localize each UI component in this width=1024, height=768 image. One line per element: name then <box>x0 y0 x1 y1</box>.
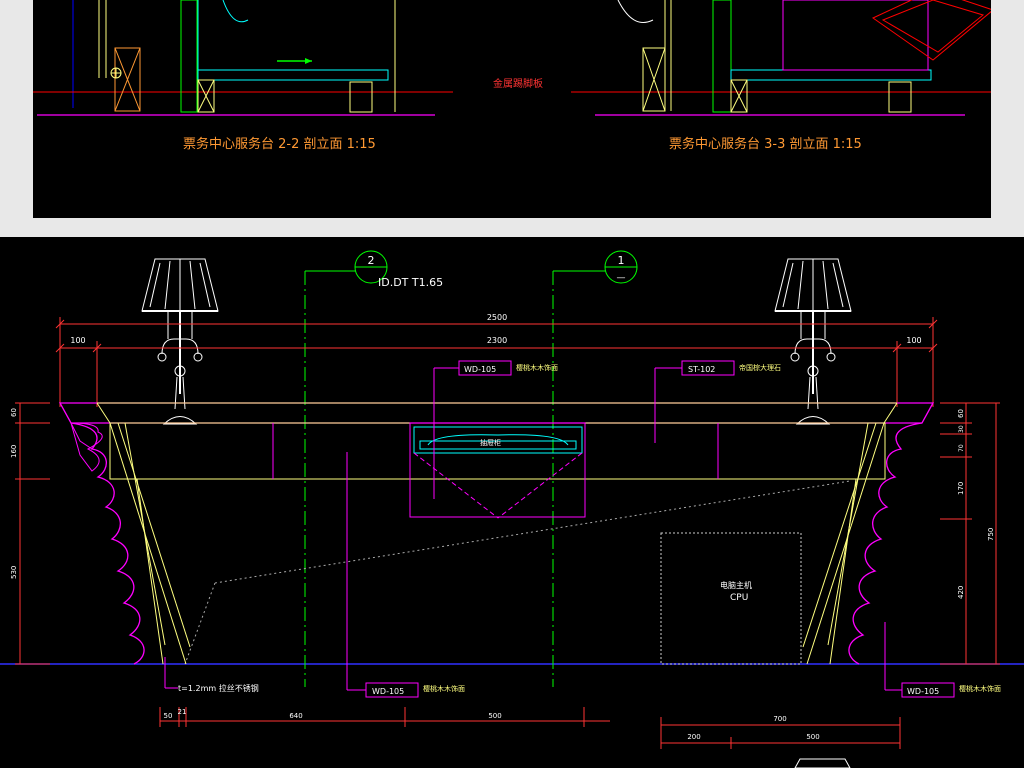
dim-left-2: 530 <box>10 566 18 579</box>
section-views-panel: 票务中心服务台 2-2 剖立面 1:15 票务中心服务台 3-3 剖立面 1:1… <box>33 0 991 218</box>
svg-text:WD-105: WD-105 <box>907 687 939 696</box>
right-scalloped-column <box>802 422 923 665</box>
section-marker-1: 1 — <box>604 250 638 284</box>
dim-left-1: 160 <box>10 445 18 458</box>
dim-bottom-right-total: 700 <box>773 715 786 723</box>
bottom-dimensions <box>159 707 901 749</box>
front-elevation-panel: 2 1 — ID.DT T1.65 2500 2300 100 100 <box>0 237 1024 768</box>
section-2-2-title: 票务中心服务台 2-2 剖立面 1:15 <box>183 136 376 152</box>
dim-bottom-right-part-1: 500 <box>806 733 819 741</box>
dim-right-1: 30 <box>958 425 965 433</box>
section-3-3-drawing <box>571 0 991 116</box>
front-elevation-svg: 2 1 — ID.DT T1.65 2500 2300 100 100 <box>0 250 1024 768</box>
svg-text:t=1.2mm 拉丝不锈钢: t=1.2mm 拉丝不锈钢 <box>178 683 259 693</box>
svg-text:WD-105: WD-105 <box>464 365 496 374</box>
dim-right-total: 750 <box>987 528 995 541</box>
svg-text:2: 2 <box>368 254 375 267</box>
svg-text:樱桃木木饰面: 樱桃木木饰面 <box>516 363 558 372</box>
dim-right-offset: 100 <box>906 336 921 345</box>
dim-bottom-2: 640 <box>289 712 302 720</box>
dim-bottom-0: 50 <box>164 712 173 720</box>
svg-text:ST-102: ST-102 <box>688 365 715 374</box>
svg-text:帝国棕大理石: 帝国棕大理石 <box>739 363 781 372</box>
section-2-2-drawing <box>33 0 453 116</box>
steel-note: t=1.2mm 拉丝不锈钢 <box>164 657 259 693</box>
svg-text:樱桃木木饰面: 樱桃木木饰面 <box>423 684 465 693</box>
tag-wd105-bottom-left: WD-105 樱桃木木饰面 <box>346 452 465 698</box>
dim-left-0: 60 <box>10 408 18 417</box>
cpu-box <box>660 532 802 665</box>
dim-right-0: 60 <box>957 409 965 418</box>
svg-text:—: — <box>617 273 626 283</box>
tag-wd105-bottom-right: WD-105 樱桃木木饰面 <box>884 622 1001 698</box>
dim-overall: 2500 <box>487 313 507 322</box>
svg-text:樱桃木木饰面: 樱桃木木饰面 <box>959 684 1001 693</box>
dim-right-2: 70 <box>958 444 965 452</box>
left-scalloped-column <box>70 422 191 665</box>
cpu-label-cn: 电脑主机 <box>720 580 752 590</box>
left-dimensions <box>15 402 50 665</box>
section-axes <box>304 270 605 687</box>
left-table-lamp <box>141 258 219 425</box>
counter-body <box>58 402 935 665</box>
cpu-label-en: CPU <box>730 593 748 603</box>
section-views-svg: 票务中心服务台 2-2 剖立面 1:15 票务中心服务台 3-3 剖立面 1:1… <box>33 0 991 152</box>
drawer-label: 抽屉柜 <box>480 438 501 447</box>
tag-wd105-top: WD-105 樱桃木木饰面 <box>433 360 558 499</box>
dim-bottom-right-part-0: 200 <box>687 733 700 741</box>
drawing-reference: ID.DT T1.65 <box>378 276 443 289</box>
tag-st102: ST-102 帝国棕大理石 <box>654 360 781 443</box>
svg-text:1: 1 <box>618 254 625 267</box>
section-marker-2: 2 <box>354 250 388 284</box>
dim-right-4: 420 <box>957 586 965 599</box>
top-dimensions <box>55 317 938 407</box>
lower-lamp-fragment <box>794 758 851 768</box>
dim-bottom-3: 500 <box>488 712 501 720</box>
center-note: 金属踢脚板 <box>493 77 543 90</box>
dim-right-3: 170 <box>957 482 965 495</box>
right-dimensions <box>940 402 1000 665</box>
svg-text:WD-105: WD-105 <box>372 687 404 696</box>
dim-inner: 2300 <box>487 336 507 345</box>
dim-left-offset: 100 <box>70 336 85 345</box>
section-3-3-title: 票务中心服务台 3-3 剖立面 1:15 <box>669 136 862 152</box>
dim-bottom-1: 21 <box>178 708 187 716</box>
right-table-lamp <box>774 258 852 425</box>
